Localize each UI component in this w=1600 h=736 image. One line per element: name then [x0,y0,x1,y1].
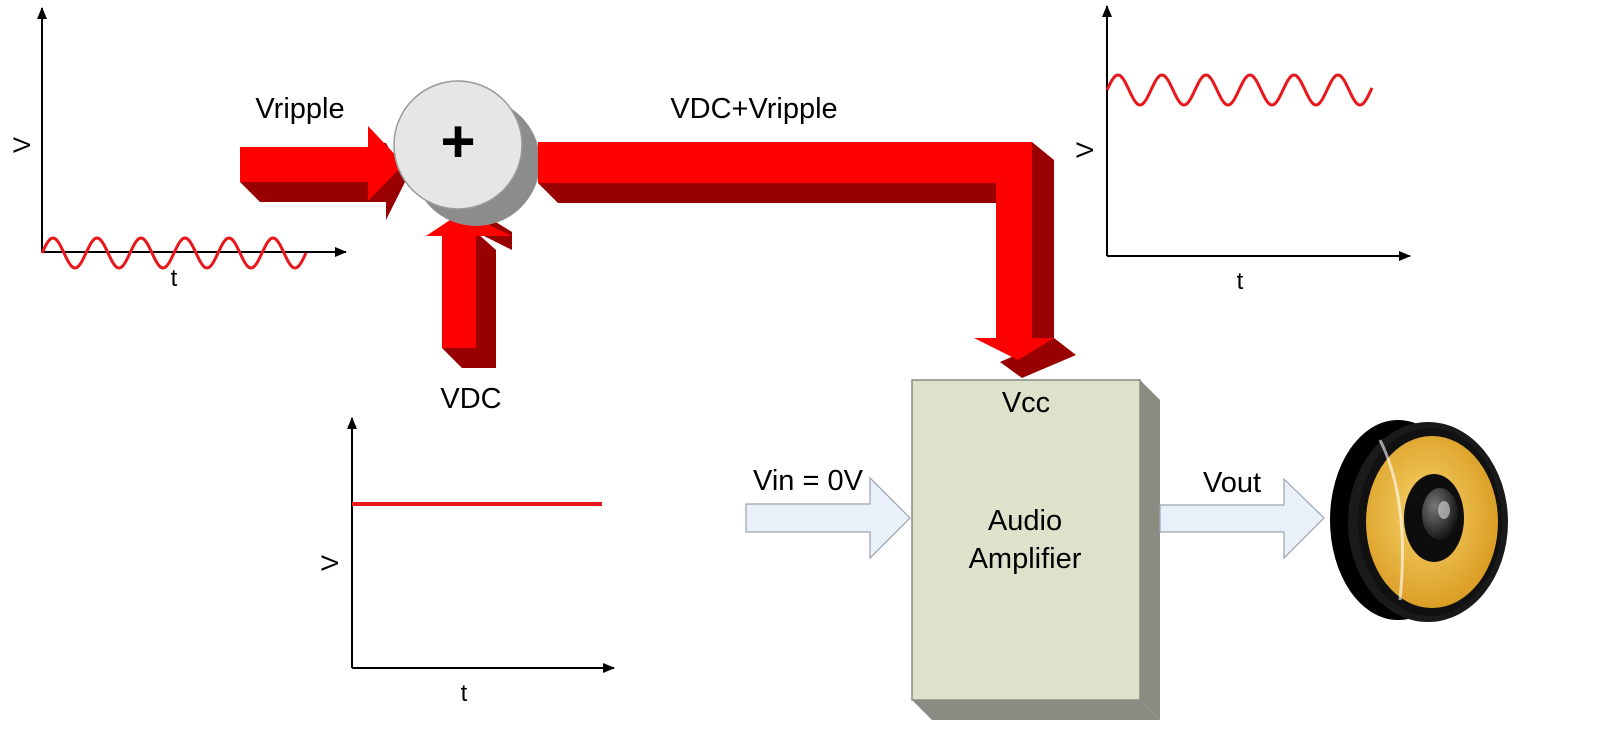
audio-amplifier [911,379,1160,720]
ripple-graph-y-label: V [9,137,36,153]
dc-graph-x-label: t [461,680,468,707]
vin-arrow [745,476,911,560]
sum-waveform [1105,73,1374,107]
ripple-waveform [40,236,308,270]
summer-node: + [393,80,540,226]
amp-label-line2: Amplifier [969,543,1082,575]
amp-face [911,379,1141,701]
dc-graph: V t [317,417,615,707]
ripple-graph-x-label: t [171,265,178,292]
sum-arrow [538,142,1076,378]
speaker-icon [1330,420,1508,622]
dc-graph-y-label: V [317,555,344,571]
vdc-arrow [426,210,512,368]
plus-circle-icon: + [440,108,475,175]
amp-bottom [912,700,1160,720]
amp-side [1140,380,1160,720]
vout-label: Vout [1203,467,1261,499]
sum-graph-x-label: t [1237,268,1244,295]
vin-label: Vin = 0V [753,465,864,497]
sum-graph-y-label: V [1072,142,1099,158]
vcc-label: Vcc [1002,387,1050,419]
vout-arrow [1159,477,1325,560]
sum-graph: V t [1072,5,1411,295]
vripple-label: Vripple [255,93,344,125]
sum-label: VDC+Vripple [670,93,837,125]
ripple-graph: V t [9,7,347,292]
vdc-label: VDC [440,383,501,415]
summer-face [393,80,523,210]
amp-label-line1: Audio [988,505,1062,537]
vripple-arrow [240,126,406,220]
